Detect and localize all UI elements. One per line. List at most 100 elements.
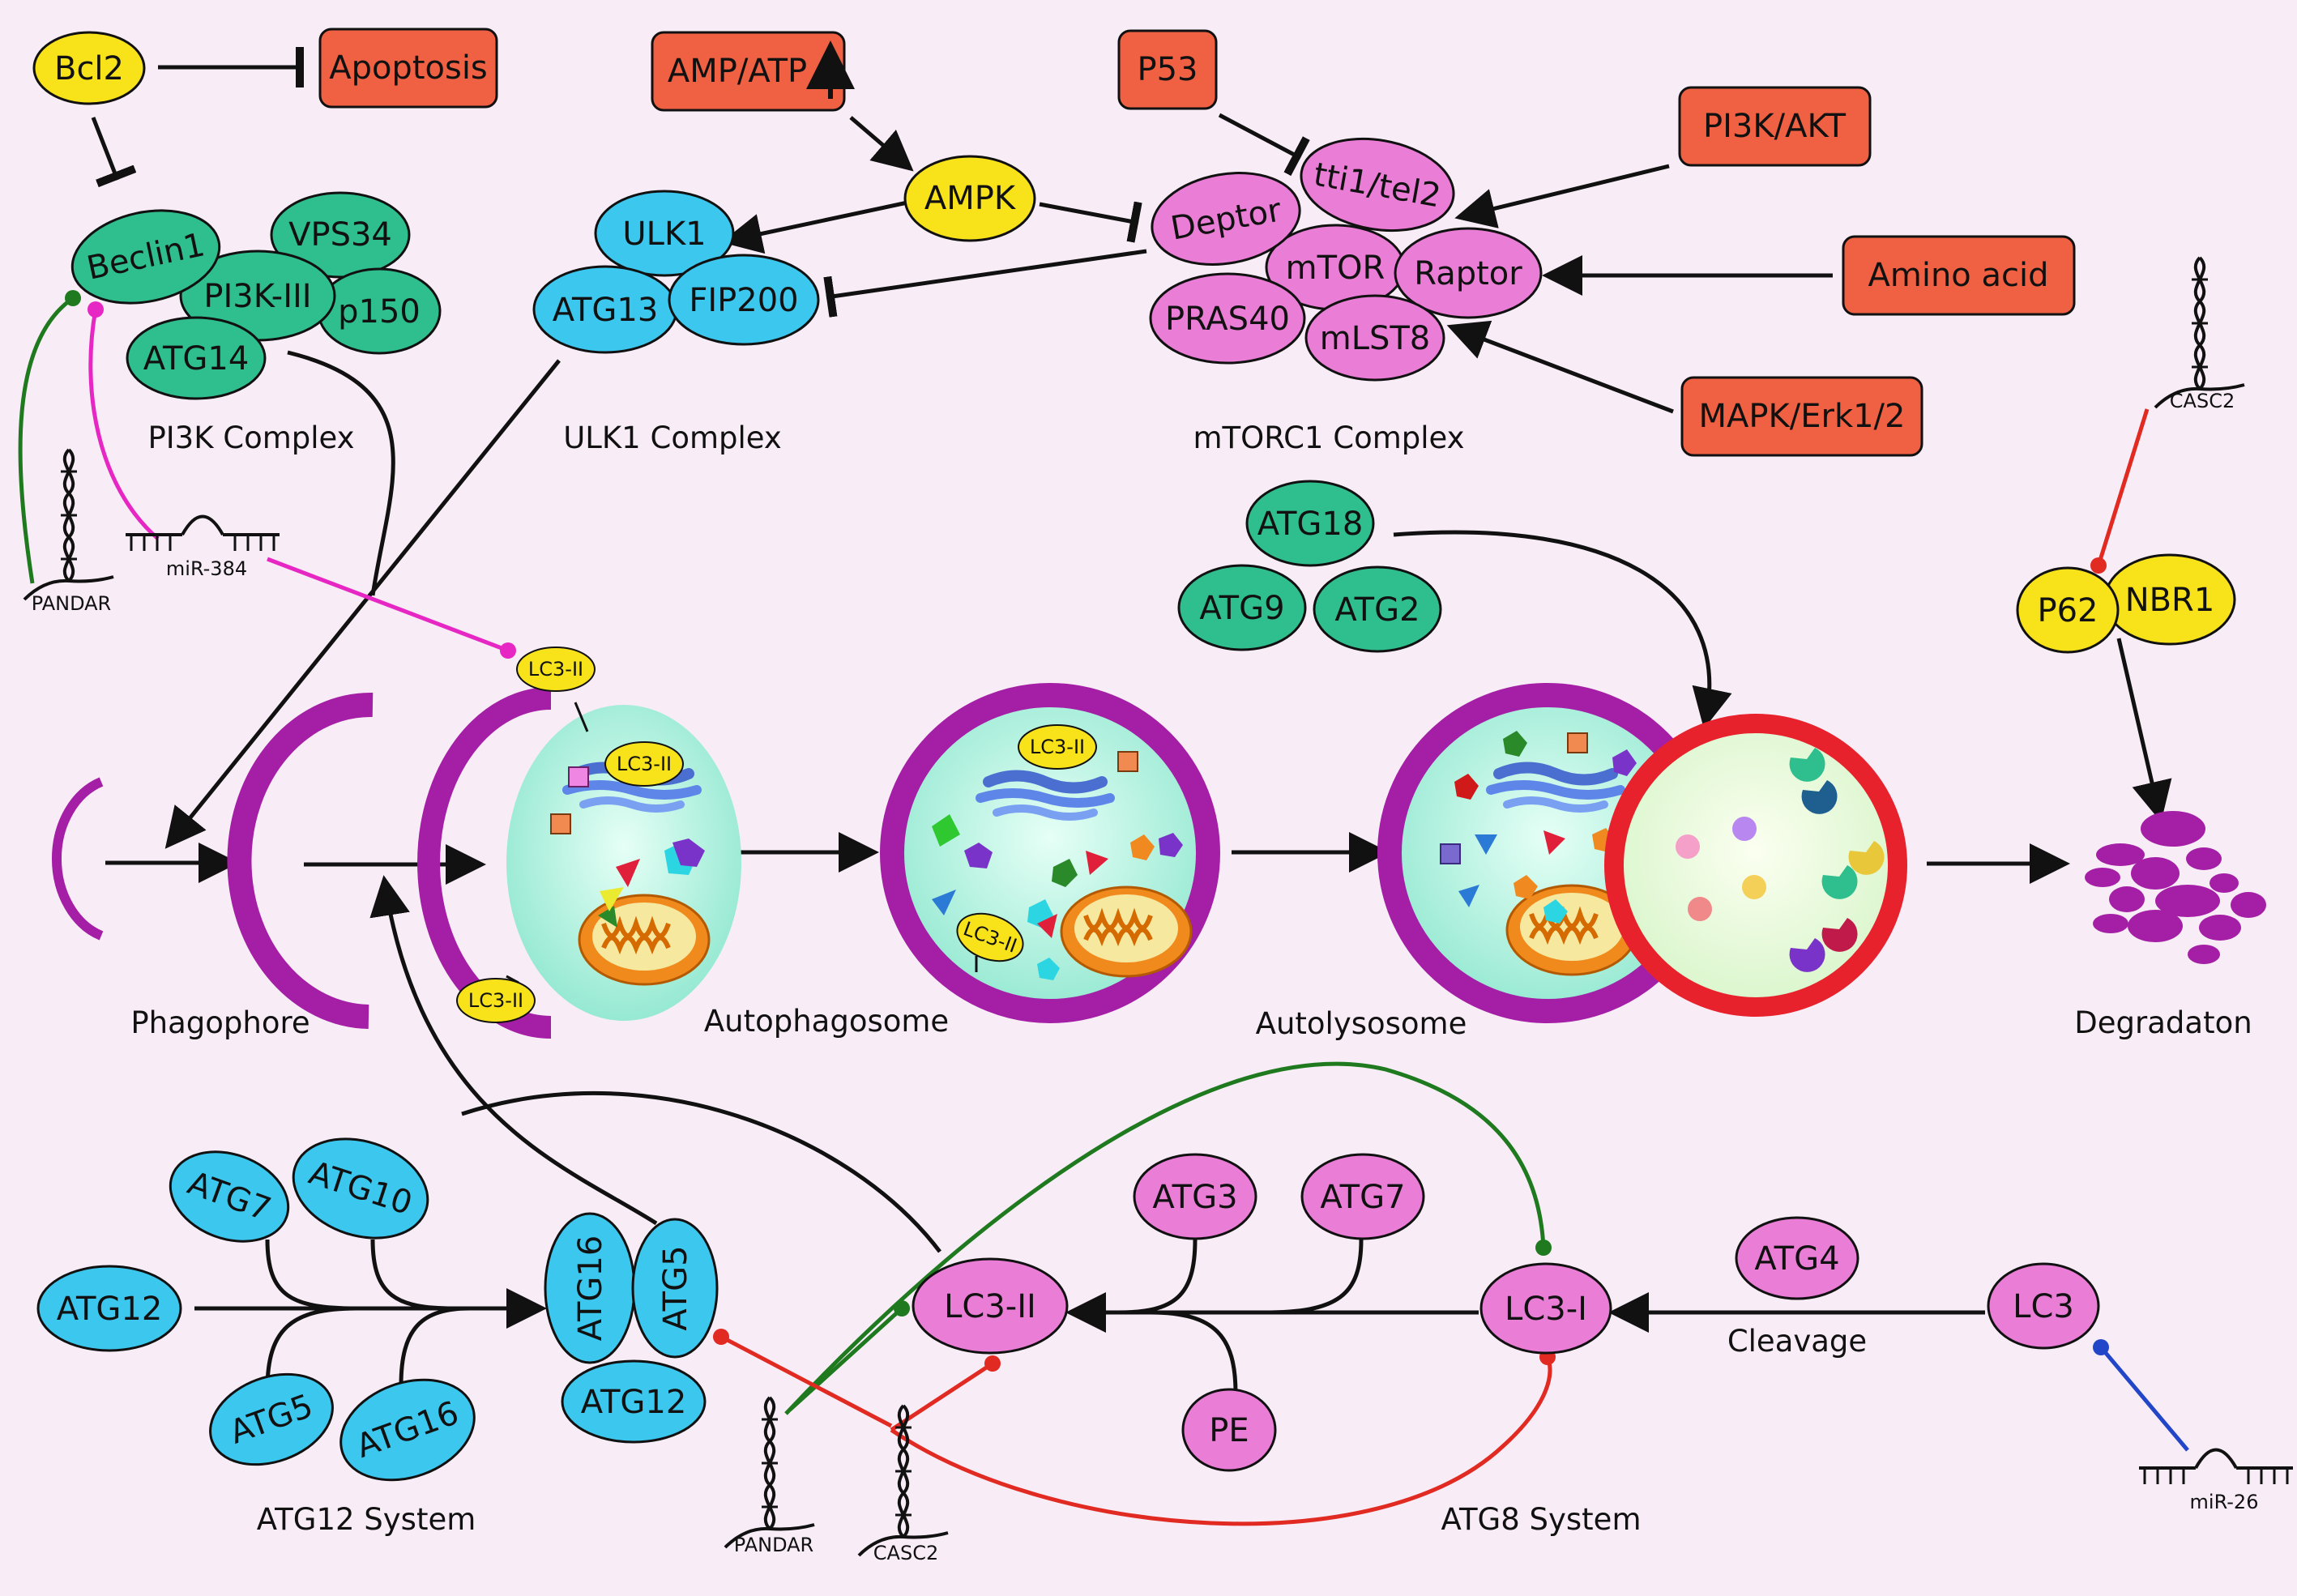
mapk-to-mtorc1 <box>1446 320 1674 414</box>
atg7-8-merge <box>1263 1239 1364 1315</box>
casc2-link-p62 <box>2090 408 2150 574</box>
svg-text:LC3: LC3 <box>2013 1288 2074 1325</box>
mir384-link-beclin1 <box>88 301 160 540</box>
svg-text:LC3-I: LC3-I <box>1505 1291 1587 1328</box>
pandar-link-lc3i <box>784 1061 1552 1415</box>
bcl2-node: Bcl2 <box>32 31 146 105</box>
svg-text:MAPK/Erk1/2: MAPK/Erk1/2 <box>1699 398 1906 435</box>
atg3-merge <box>1117 1239 1198 1315</box>
mtorc1-complex-caption: mTORC1 Complex <box>1193 420 1464 455</box>
ulk1-complex: ULK1 ATG13 FIP200 ULK1 Complex <box>532 190 820 455</box>
nbr1-node: NBR1 <box>2103 553 2236 646</box>
svg-text:FIP200: FIP200 <box>689 282 798 319</box>
svg-text:mLST8: mLST8 <box>1320 320 1431 357</box>
mirna-icon <box>2137 1448 2295 1486</box>
svg-text:ATG12: ATG12 <box>57 1291 163 1328</box>
mir384-link-lc3ii <box>267 557 516 659</box>
atg5-input-node: ATG5 <box>209 1372 334 1466</box>
pandar-top: PANDAR <box>23 448 115 615</box>
atg16-input-node: ATG16 <box>339 1378 476 1482</box>
lc3-i-node: LC3-I <box>1479 1262 1612 1355</box>
svg-text:VPS34: VPS34 <box>288 216 392 254</box>
pandar-link-beclin1 <box>18 290 81 584</box>
autolysosome-label: Autolysosome <box>1256 1006 1467 1041</box>
ulk1-complex-caption: ULK1 Complex <box>563 420 782 455</box>
svg-text:Raptor: Raptor <box>1414 255 1522 292</box>
atg10-node: ATG10 <box>292 1137 429 1240</box>
pe-node: PE <box>1181 1388 1277 1472</box>
pandar-link-lc3ii <box>788 1300 910 1411</box>
atg8-system: LC3-II ATG3 ATG7 PE LC3-I ATG4 Cleavage … <box>912 1153 2100 1537</box>
svg-text:P53: P53 <box>1137 51 1198 88</box>
svg-text:LC3-II: LC3-II <box>617 753 672 775</box>
svg-text:PE: PE <box>1209 1412 1249 1449</box>
pi3k-complex-to-phagophore <box>287 350 395 596</box>
atg2-node: ATG2 <box>1313 565 1442 653</box>
atg12-system: ATG7 ATG10 ATG12 ATG5 ATG16 ATG16 ATG5 <box>36 1137 719 1537</box>
svg-text:ATG2: ATG2 <box>1334 591 1420 629</box>
apoptosis-box: Apoptosis <box>318 28 498 109</box>
pi3k-akt-to-mtorc1 <box>1454 164 1670 228</box>
mir26: miR-26 <box>2137 1448 2295 1513</box>
degradation-stage: Degradaton <box>2074 811 2266 1040</box>
connectors <box>18 47 2189 1526</box>
mtorc1-inhibits-ulk1 <box>823 249 1147 318</box>
p62-node: P62 <box>2016 566 2120 654</box>
atg12-input-node: ATG12 <box>36 1265 182 1352</box>
svg-text:PANDAR: PANDAR <box>734 1534 813 1556</box>
svg-text:mTOR: mTOR <box>1286 250 1385 287</box>
ampk-inhibits-mtorc1 <box>1039 201 1142 243</box>
casc2-link-atg12 <box>713 1329 893 1428</box>
atg18-node: ATG18 <box>1245 480 1375 567</box>
dna-icon <box>2154 256 2246 409</box>
atg9-node: ATG9 <box>1177 564 1307 651</box>
upstream-regulators: Bcl2 Apoptosis AMP/ATP AMPK P53 PI3K/AKT… <box>32 28 2076 457</box>
atg14-node: ATG14 <box>126 316 267 400</box>
atg7-atg8-node: ATG7 <box>1300 1153 1425 1240</box>
ulk1-to-phagophore <box>164 359 561 849</box>
svg-text:CASC2: CASC2 <box>2170 390 2235 412</box>
svg-text:Apoptosis: Apoptosis <box>329 49 488 87</box>
svg-text:PI3K/AKT: PI3K/AKT <box>1703 108 1847 145</box>
atg12-complex-to-phagophore <box>369 875 658 1226</box>
pi3k-complex-caption: PI3K Complex <box>147 420 354 455</box>
degradation-label: Degradaton <box>2074 1005 2252 1040</box>
svg-text:ATG18: ATG18 <box>1257 506 1364 543</box>
svg-text:PANDAR: PANDAR <box>32 592 111 615</box>
casc2-bottom: CASC2 <box>857 1404 950 1564</box>
mtorc1-complex: tti1/tel2 mTOR Deptor Raptor PRAS40 mLST… <box>1149 137 1543 455</box>
mtor-node: mTOR <box>1265 224 1406 311</box>
atg12-system-caption: ATG12 System <box>257 1502 476 1537</box>
svg-text:ATG4: ATG4 <box>1754 1240 1839 1278</box>
atg5-merge <box>265 1306 357 1390</box>
atg10-merge <box>370 1239 455 1311</box>
mitochondria-icon <box>579 895 709 984</box>
vps34-node: VPS34 <box>270 191 411 279</box>
svg-text:ATG5: ATG5 <box>657 1245 694 1330</box>
lc3-ii-tag: LC3-II <box>956 912 1024 972</box>
pandar-bottom: PANDAR <box>724 1396 816 1556</box>
p62-to-degradation <box>2116 638 2172 822</box>
svg-text:miR-26: miR-26 <box>2190 1491 2259 1513</box>
ampk-node: AMPK <box>903 155 1036 242</box>
svg-text:LC3-II: LC3-II <box>528 658 583 681</box>
atg9-group: ATG18 ATG9 ATG2 <box>1177 480 1442 653</box>
pi3k-complex: VPS34 p150 PI3K-III Beclin1 ATG14 PI3K C… <box>70 191 442 455</box>
svg-text:PRAS40: PRAS40 <box>1165 301 1290 338</box>
p62-group: NBR1 P62 <box>2016 553 2236 654</box>
atg3-node: ATG3 <box>1133 1153 1257 1240</box>
small-phagophore-membrane <box>52 777 104 941</box>
casc2-link-lc3i <box>890 1349 1556 1526</box>
casc2-top: CASC2 <box>2154 256 2246 412</box>
pras40-node: PRAS40 <box>1149 272 1306 365</box>
mirna-icon <box>124 514 281 553</box>
autophagosome-stage: LC3-II LC3-II Autophagosome <box>704 683 1220 1039</box>
svg-text:AMP/ATP: AMP/ATP <box>668 53 807 90</box>
lc3-ii-tag: LC3-II <box>516 647 596 732</box>
svg-text:NBR1: NBR1 <box>2125 582 2215 619</box>
lc3-node: LC3 <box>1987 1262 2100 1350</box>
svg-text:p150: p150 <box>338 293 421 331</box>
svg-text:miR-384: miR-384 <box>166 557 247 580</box>
deptor-node: Deptor <box>1151 172 1301 266</box>
